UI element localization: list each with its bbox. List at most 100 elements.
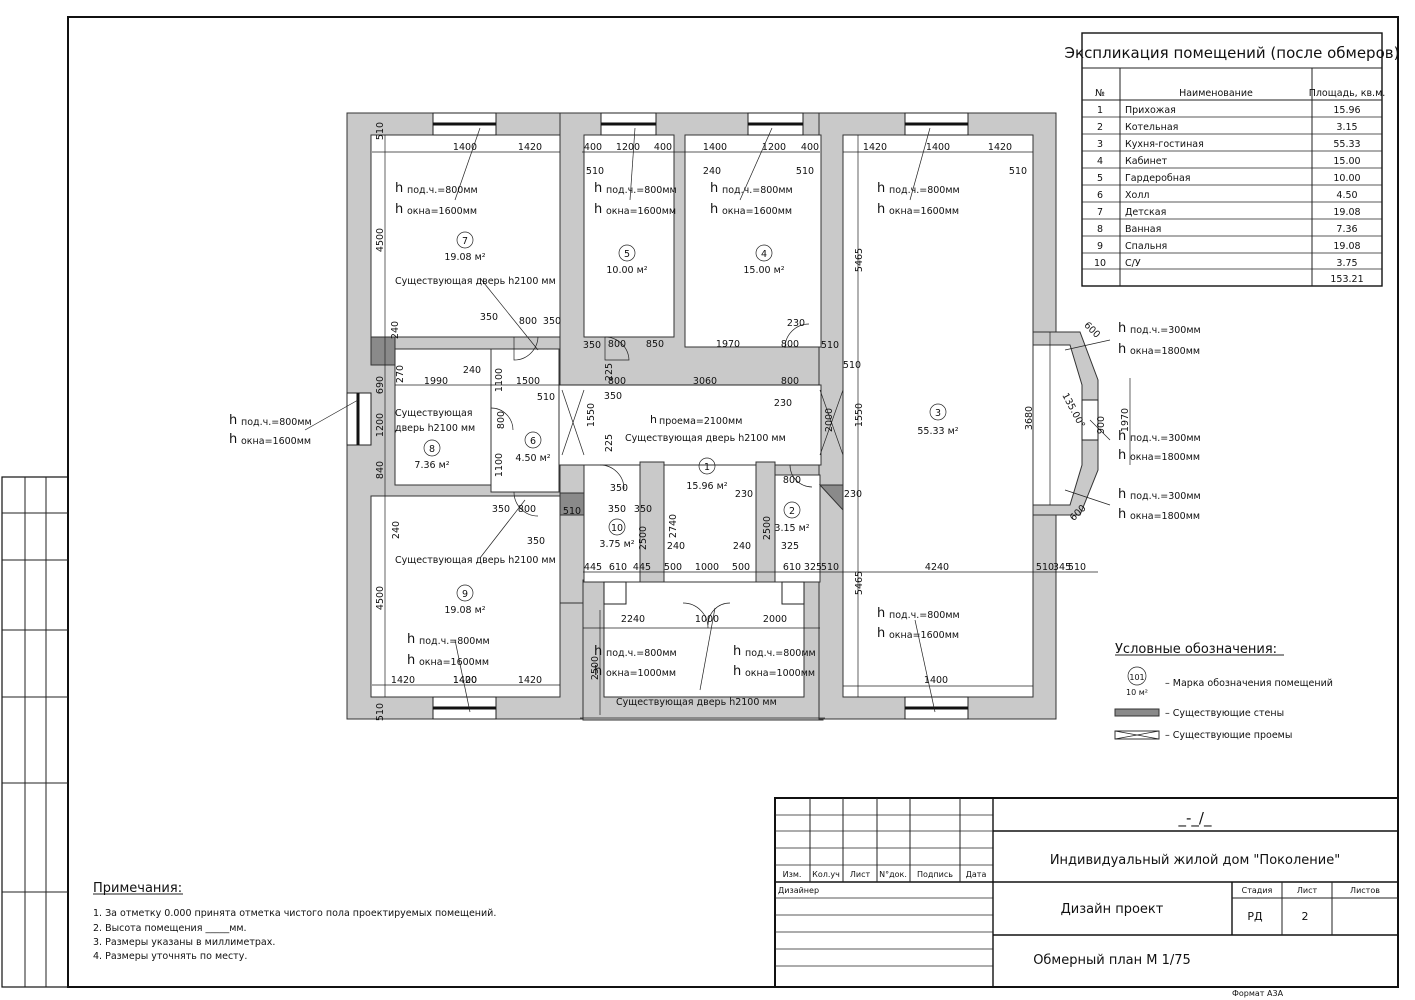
dimension-label: 800 xyxy=(496,411,507,429)
stamp-col-doc: N°док. xyxy=(879,870,907,879)
explication-row-num: 9 xyxy=(1097,241,1103,252)
explication-row-num: 1 xyxy=(1097,105,1103,116)
dimension-label: 240 xyxy=(463,365,481,376)
explication-row-area: 7.36 xyxy=(1336,224,1357,235)
dimension-label: 1420 xyxy=(988,142,1012,153)
dimension-label: 230 xyxy=(735,489,753,500)
dimension-label: 600 xyxy=(1081,320,1102,341)
room-4-area-label: 15.00 м² xyxy=(743,265,784,276)
dimension-label: 400 xyxy=(654,142,672,153)
room-4-num: 4 xyxy=(761,249,767,260)
explication-table: Экспликация помещений (после обмеров) № … xyxy=(1065,44,1400,285)
explication-row-name: С/У xyxy=(1125,258,1141,269)
legend-sample-num: 101 xyxy=(1129,673,1144,682)
room-6-num: 6 xyxy=(530,436,536,447)
stamp-col-sign: Подпись xyxy=(917,870,953,879)
explication-row-name: Гардеробная xyxy=(1125,173,1191,184)
dimension-label: 2500 xyxy=(590,656,601,680)
note-3: 3. Размеры указаны в миллиметрах. xyxy=(93,937,275,948)
window-note-h-sill-800: под.ч.=800мм xyxy=(745,648,816,659)
window-note-h: h xyxy=(1118,448,1126,463)
explication-row-num: 10 xyxy=(1094,258,1106,269)
room-9-num: 9 xyxy=(462,589,468,600)
room-3-area xyxy=(842,134,1034,698)
explication-row-name: Прихожая xyxy=(1125,105,1176,116)
dimension-label: 510 xyxy=(537,392,555,403)
notes: Примечания: 1. За отметку 0.000 принята … xyxy=(93,881,496,962)
room-8-num: 8 xyxy=(429,444,435,455)
explication-row-area: 4.50 xyxy=(1336,190,1357,201)
format-label: Формат А3А xyxy=(1232,989,1284,998)
explication-total: 153.21 xyxy=(1330,274,1363,285)
window-note-h: h xyxy=(877,606,885,621)
window-note-h: h xyxy=(407,653,415,668)
door-note-entry: Существующая дверь h2100 мм xyxy=(616,697,777,708)
door-note-8-line2: дверь h2100 мм xyxy=(395,423,475,434)
list-value: 2 xyxy=(1302,910,1309,923)
legend: Условные обозначения: 101 10 м² – Марка … xyxy=(1115,642,1333,741)
dimension-label: 225 xyxy=(604,363,615,381)
binding-strip xyxy=(1,476,69,988)
notes-title: Примечания: xyxy=(93,881,182,896)
door-note-8-line1: Существующая xyxy=(395,408,473,419)
room-2-num: 2 xyxy=(789,506,795,517)
room-7-area xyxy=(370,134,561,338)
room-9-area xyxy=(370,495,561,698)
explication-header-name: Наименование xyxy=(1179,88,1253,99)
window-note-h-win-1800: окна=1800мм xyxy=(1130,452,1200,463)
dimension-label: 800 xyxy=(608,339,626,350)
window-note-h-sill-800: под.ч.=800мм xyxy=(606,648,677,659)
explication-row-area: 3.75 xyxy=(1336,258,1357,269)
window-note-h-win-1600: окна=1600мм xyxy=(889,206,959,217)
room-3-area-label: 55.33 м² xyxy=(917,426,958,437)
dimension-label: 610 xyxy=(783,562,801,573)
dimension-label: 1400 xyxy=(924,675,948,686)
dimension-label: 2740 xyxy=(668,514,679,538)
dimension-label: 1400 xyxy=(453,142,477,153)
dimension-label: 2000 xyxy=(763,614,787,625)
room-labels: 7 19.08 м² 5 10.00 м² 4 15.00 м² 3 55.33… xyxy=(414,236,958,616)
legend-item-openings: – Существующие проемы xyxy=(1165,730,1292,741)
dimension-label: 1550 xyxy=(586,403,597,427)
dimension-label: 5465 xyxy=(854,248,865,272)
stamp-listov: Листов xyxy=(1350,886,1380,895)
dimension-label: 4500 xyxy=(375,228,386,252)
window-note-h: h xyxy=(229,413,237,428)
dimension-label: 240 xyxy=(390,321,401,339)
explication-row-area: 10.00 xyxy=(1333,173,1360,184)
window-note-h-sill-800: под.ч.=800мм xyxy=(889,610,960,621)
entry-vestibule xyxy=(603,581,805,698)
dimension-label: 240 xyxy=(667,541,685,552)
window-note-h-sill-800: под.ч.=800мм xyxy=(889,185,960,196)
dimension-label: 350 xyxy=(583,340,601,351)
dimension-label: 500 xyxy=(732,562,750,573)
corridor-area xyxy=(558,384,822,466)
dimension-label: 510 xyxy=(375,703,386,721)
window-note-h-sill-300: под.ч.=300мм xyxy=(1130,433,1201,444)
dimension-label: 1970 xyxy=(716,339,740,350)
dimension-label: 800 xyxy=(519,316,537,327)
room-5-area-label: 10.00 м² xyxy=(606,265,647,276)
dimension-label: 840 xyxy=(375,461,386,479)
explication-row-num: 3 xyxy=(1097,139,1103,150)
dimension-label: 1420 xyxy=(518,675,542,686)
window-note-h: h xyxy=(594,664,602,679)
dimension-label: 610 xyxy=(609,562,627,573)
room-6-area-label: 4.50 м² xyxy=(515,453,550,464)
stamp-list: Лист xyxy=(1297,886,1318,895)
room-2-area-label: 3.15 м² xyxy=(774,523,809,534)
window-note-h-win-1600: окна=1600мм xyxy=(419,657,489,668)
window-note-h-win-1600: окна=1600мм xyxy=(889,630,959,641)
room-10-num: 10 xyxy=(611,523,623,534)
dimension-label: 1420 xyxy=(391,675,415,686)
explication-row-area: 19.08 xyxy=(1333,207,1360,218)
dimension-label: 1200 xyxy=(375,413,386,437)
dimension-label: 510 xyxy=(375,122,386,140)
dimension-label: 1500 xyxy=(516,376,540,387)
window-note-h-win-1600: окна=1600мм xyxy=(241,436,311,447)
plan-walls xyxy=(346,112,1099,721)
stadia-value: РД xyxy=(1247,910,1263,923)
room-2-area xyxy=(774,474,821,583)
dimension-label: 510 xyxy=(821,340,839,351)
